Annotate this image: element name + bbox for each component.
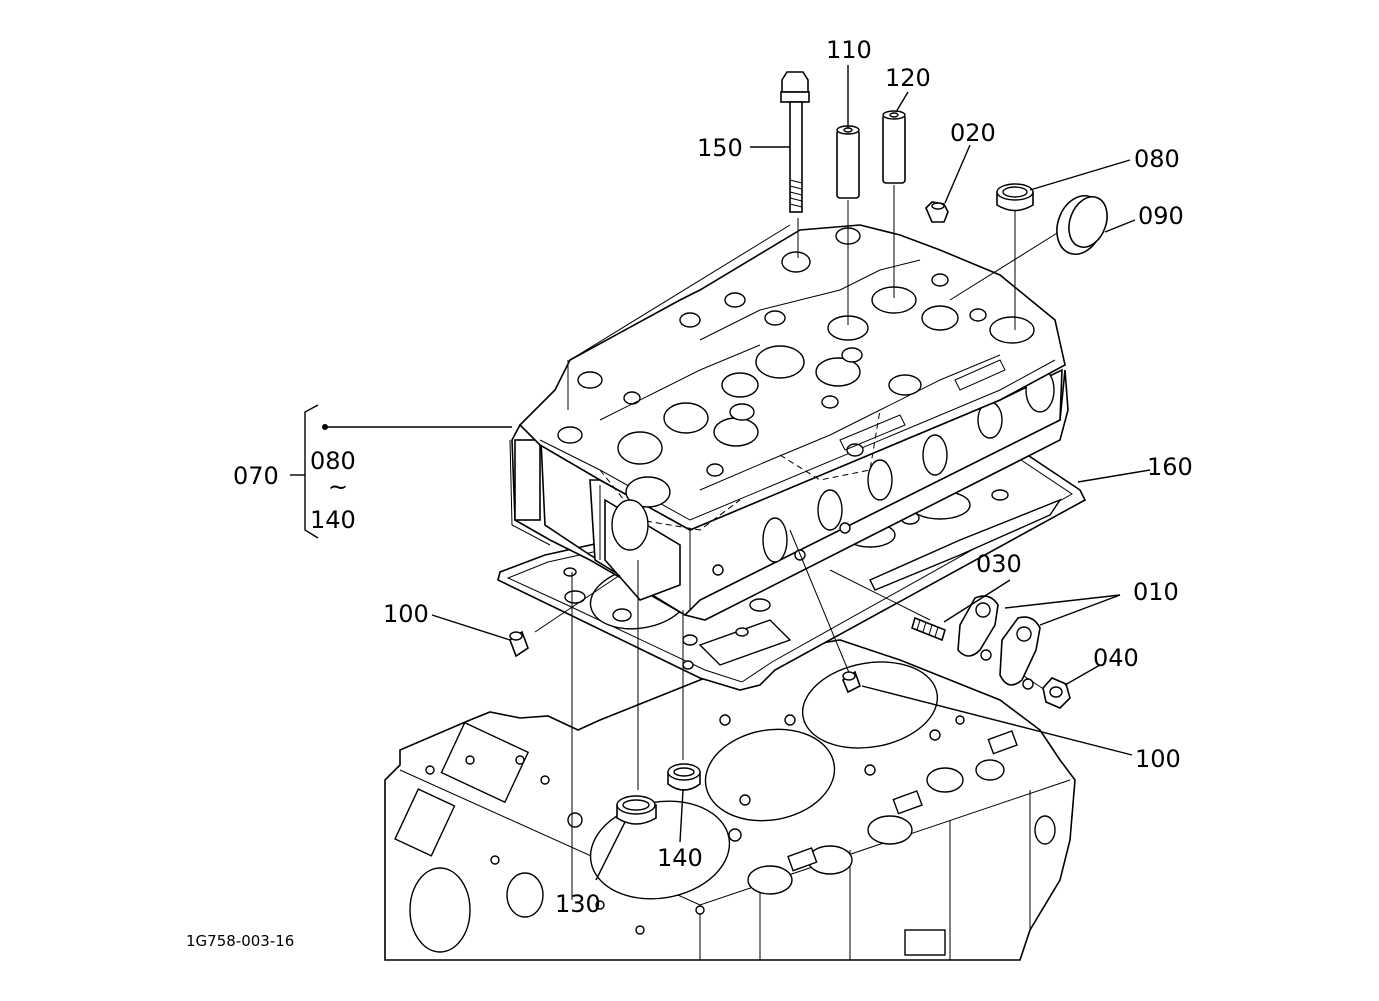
head-bolt-150	[780, 71, 810, 213]
leader-lines	[290, 65, 1151, 881]
cylinder-head	[509, 224, 1069, 621]
hook-010-a	[957, 595, 999, 661]
label-030: 030	[976, 550, 1022, 578]
label-140-bottom: 140	[657, 844, 703, 872]
explosion-guide-lines	[534, 185, 1071, 900]
label-120: 120	[885, 64, 931, 92]
label-090: 090	[1138, 202, 1184, 230]
hook-010-b	[999, 616, 1041, 690]
label-range-tilde: ~	[328, 473, 348, 501]
valve-guide-120	[882, 110, 906, 184]
label-110: 110	[826, 36, 872, 64]
label-100-right: 100	[1135, 745, 1181, 773]
pin-100-right	[842, 670, 861, 694]
valve-guide-110	[836, 125, 860, 199]
nut-040	[1042, 677, 1071, 709]
label-070: 070	[233, 462, 279, 490]
document-id: 1G758-003-16	[186, 932, 294, 950]
cap-080-top	[996, 183, 1034, 212]
pin-100-left	[509, 630, 529, 658]
label-020: 020	[950, 119, 996, 147]
sleeve-140-bottom	[667, 763, 701, 791]
label-100-left: 100	[383, 600, 429, 628]
label-010: 010	[1133, 578, 1179, 606]
label-140-group: 140	[310, 506, 356, 534]
label-160: 160	[1147, 453, 1193, 481]
sleeve-130	[616, 795, 657, 825]
label-130: 130	[555, 890, 601, 918]
label-150: 150	[697, 134, 743, 162]
part-labels: 150 110 120 020 080 090 070 080 ~ 140 16…	[233, 36, 1193, 918]
label-080-group: 080	[310, 447, 356, 475]
plug-090	[1056, 195, 1108, 255]
stud-030	[911, 616, 946, 642]
plug-020	[925, 201, 949, 223]
label-080-top: 080	[1134, 145, 1180, 173]
label-040: 040	[1093, 644, 1139, 672]
leader-dot	[322, 424, 328, 430]
cylinder-block	[384, 639, 1076, 961]
